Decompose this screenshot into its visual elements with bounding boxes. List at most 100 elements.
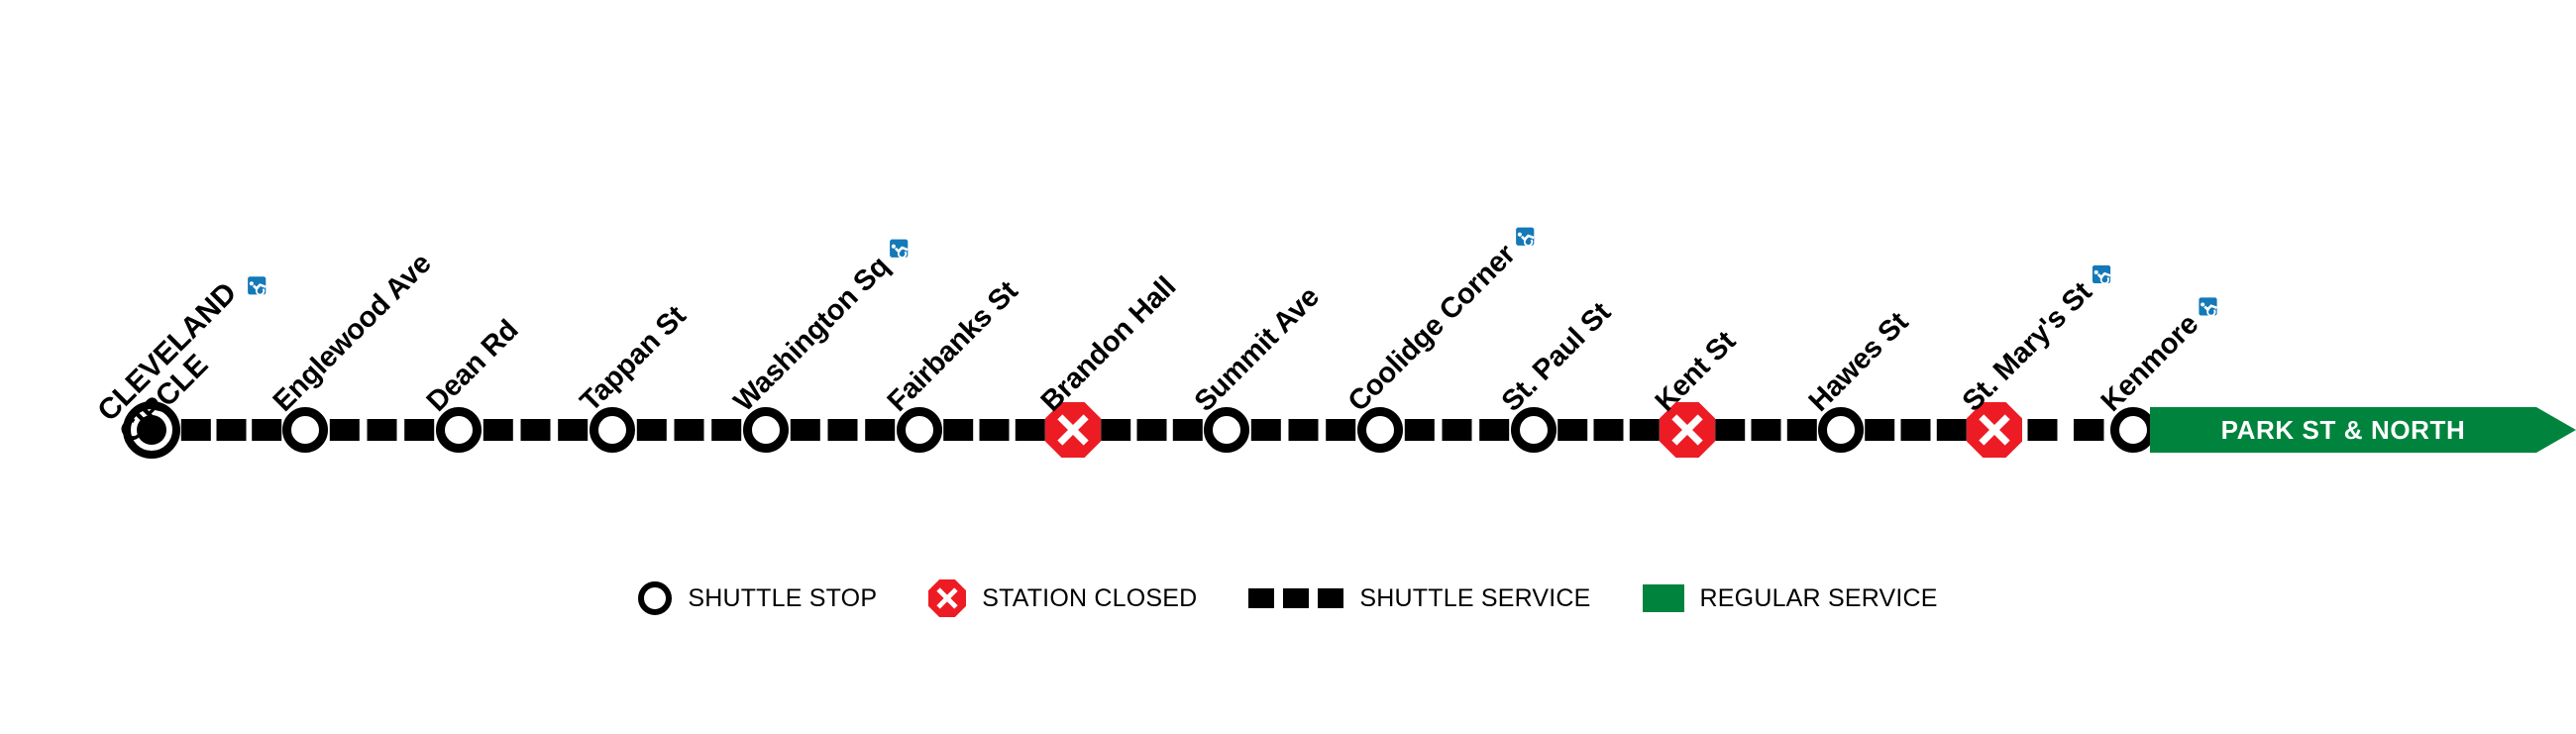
station-marker-kent-st[interactable] <box>1660 402 1715 458</box>
station-closed-icon <box>928 579 967 617</box>
shuttle-dash <box>1404 419 1435 441</box>
shuttle-dash <box>1936 419 1967 441</box>
station-closed-icon <box>1967 402 2022 458</box>
station-marker-summit-ave[interactable] <box>1204 407 1249 453</box>
shuttle-dash <box>329 419 360 441</box>
station-label-tappan-st: Tappan St <box>574 299 693 418</box>
wheelchair-accessible-icon <box>1516 227 1535 247</box>
shuttle-dash <box>636 419 667 441</box>
station-closed-marker <box>1660 402 1715 458</box>
terminus-marker-icon <box>123 401 180 459</box>
shuttle-dash <box>790 419 820 441</box>
terminus-inner-dot <box>137 415 166 445</box>
legend-dash <box>1318 588 1344 608</box>
shuttle-stop-icon <box>638 581 673 615</box>
shuttle-dash <box>180 419 211 441</box>
station-label-text: Fairbanks St <box>881 274 1024 418</box>
shuttle-dash <box>216 419 247 441</box>
shuttle-stop-marker-icon <box>282 407 328 453</box>
station-closed-marker <box>1045 402 1101 458</box>
station-label-text: Hawes St <box>1802 306 1915 418</box>
legend-item-regular-service: REGULAR SERVICE <box>1642 583 1938 613</box>
legend-label: REGULAR SERVICE <box>1699 583 1938 612</box>
legend-label: STATION CLOSED <box>982 583 1198 612</box>
wheelchair-accessible-icon <box>2199 296 2217 317</box>
station-marker-englewood-ave[interactable] <box>282 407 328 453</box>
station-label-st-mary-s-st: St. Mary's St <box>1956 255 2121 418</box>
station-label-text: Dean Rd <box>420 314 525 418</box>
station-marker-st-mary-s-st[interactable] <box>1967 402 2022 458</box>
station-label-text: Summit Ave <box>1188 280 1326 418</box>
station-label-summit-ave: Summit Ave <box>1188 280 1326 418</box>
destination-banner[interactable]: PARK ST & NORTH <box>2150 407 2576 453</box>
shuttle-dash <box>483 419 513 441</box>
legend-item-shuttle-stop: SHUTTLE STOP <box>638 581 877 615</box>
regular-service-icon <box>1642 584 1684 612</box>
shuttle-dash <box>979 419 1010 441</box>
station-label-fairbanks-st: Fairbanks St <box>881 274 1024 418</box>
legend-dash <box>1248 588 1275 608</box>
shuttle-dash <box>1557 419 1588 441</box>
station-marker-coolidge-corner[interactable] <box>1357 407 1403 453</box>
legend-label: SHUTTLE SERVICE <box>1359 583 1591 612</box>
station-label-text: Kenmore <box>2094 308 2205 418</box>
station-label-text: Brandon Hall <box>1034 270 1183 418</box>
shuttle-dash <box>865 419 896 441</box>
shuttle-dash <box>1136 419 1167 441</box>
station-marker-tappan-st[interactable] <box>590 407 635 453</box>
destination-label: PARK ST & NORTH <box>2220 414 2466 445</box>
shuttle-service-icon <box>1248 588 1344 608</box>
station-label-englewood-ave: Englewood Ave <box>267 247 438 418</box>
station-marker-brandon-hall[interactable] <box>1045 402 1101 458</box>
station-marker-dean-rd[interactable] <box>436 407 482 453</box>
station-label-coolidge-corner: Coolidge Corner <box>1342 217 1545 418</box>
legend-label: SHUTTLE STOP <box>688 583 878 612</box>
destination-arrow-icon <box>2536 407 2576 453</box>
station-marker-washington-sq[interactable] <box>743 407 789 453</box>
station-label-washington-sq: Washington Sq <box>727 229 918 418</box>
legend-dash <box>1283 588 1310 608</box>
shuttle-dash <box>367 419 397 441</box>
shuttle-dash <box>1865 419 1895 441</box>
destination-banner-body: PARK ST & NORTH <box>2150 407 2536 453</box>
shuttle-dash <box>674 419 704 441</box>
legend: SHUTTLE STOP STATION CLOSED SHUTTLE SERVIC… <box>0 579 2576 617</box>
shuttle-dash <box>1326 419 1356 441</box>
wheelchair-accessible-icon <box>890 239 909 259</box>
shuttle-stop-marker-icon <box>1511 407 1556 453</box>
shuttle-dash <box>827 419 858 441</box>
station-marker-fairbanks-st[interactable] <box>897 407 942 453</box>
wheelchair-accessible-icon <box>2092 264 2111 284</box>
shuttle-dash <box>1751 419 1781 441</box>
shuttle-dash <box>404 419 435 441</box>
shuttle-dash <box>711 419 742 441</box>
station-marker-cleveland-circle[interactable] <box>123 401 180 459</box>
shuttle-dash <box>1250 419 1281 441</box>
shuttle-dash <box>943 419 974 441</box>
shuttle-dash <box>520 419 551 441</box>
shuttle-dash <box>252 419 282 441</box>
station-label-text: Washington Sq <box>727 250 896 418</box>
shuttle-dash <box>2074 419 2103 441</box>
station-label-text: Tappan St <box>574 299 693 418</box>
shuttle-dash <box>1442 419 1472 441</box>
shuttle-dash <box>1786 419 1817 441</box>
shuttle-stop-marker-icon <box>897 407 942 453</box>
station-label-text: St. Mary's St <box>1956 275 2098 418</box>
shuttle-dash <box>1629 419 1660 441</box>
station-label-brandon-hall: Brandon Hall <box>1034 270 1183 418</box>
legend-item-shuttle-service: SHUTTLE SERVICE <box>1248 584 1590 613</box>
station-label-kenmore: Kenmore <box>2094 286 2227 418</box>
station-marker-hawes-st[interactable] <box>1818 407 1864 453</box>
shuttle-dash <box>1900 419 1931 441</box>
legend-item-station-closed: STATION CLOSED <box>928 579 1197 617</box>
station-marker-st-paul-st[interactable] <box>1511 407 1556 453</box>
station-label-text: Englewood Ave <box>267 247 438 418</box>
station-label-text: St. Paul St <box>1495 296 1618 418</box>
shuttle-dash <box>1101 419 1131 441</box>
shuttle-stop-marker-icon <box>743 407 789 453</box>
shuttle-dash <box>558 419 589 441</box>
